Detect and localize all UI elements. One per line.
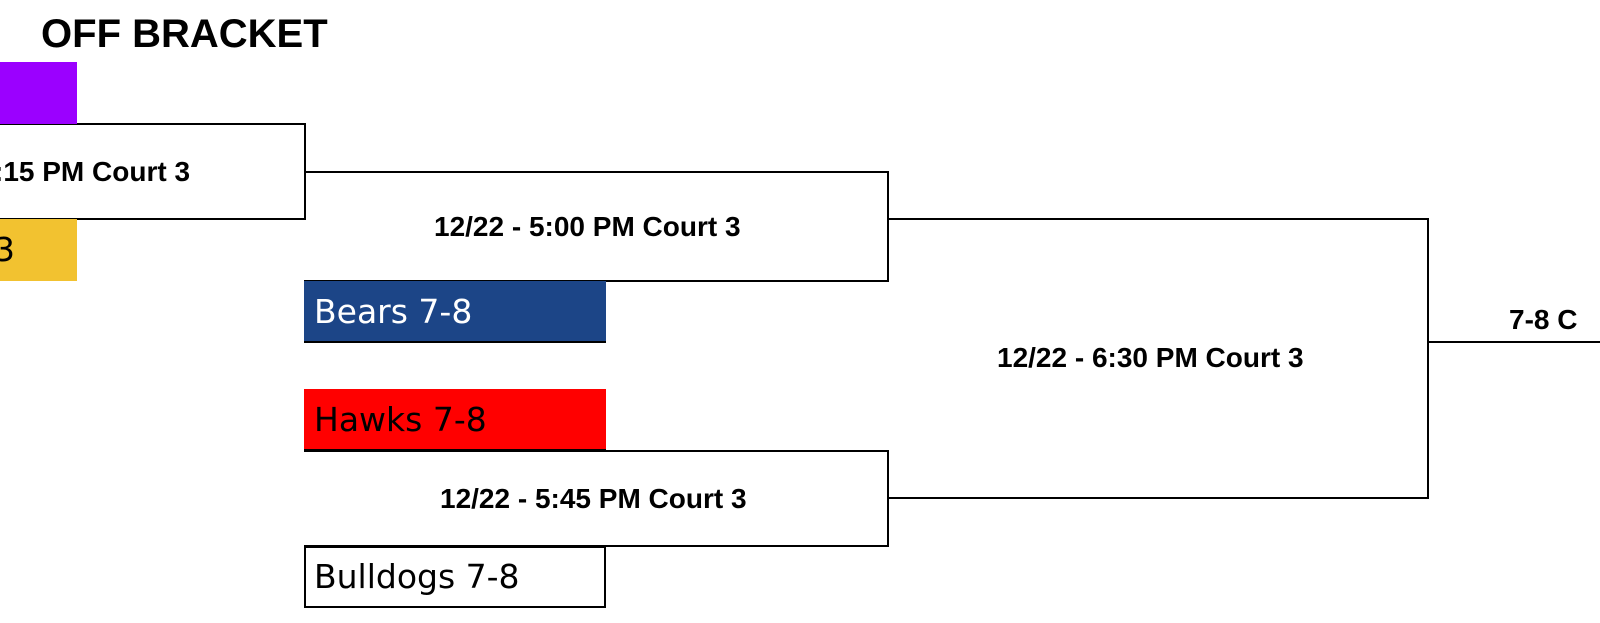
- game-label-championship: 7-8 C: [1509, 304, 1578, 335]
- team-slot-bulldogs: Bulldogs 7-8: [304, 546, 606, 608]
- page-title: PLAYOFF BRACKET: [0, 10, 328, 58]
- team-slot-yellow-label: 3: [0, 230, 15, 269]
- game-label-semifinal-top: 12/22 - 5:00 PM Court 3: [434, 211, 741, 242]
- team-slot-bears-label: Bears 7-8: [314, 292, 473, 331]
- team-slot-bears: Bears 7-8: [304, 281, 606, 343]
- page-title-text: OFF BRACKET: [41, 12, 328, 56]
- team-slot-bulldogs-label: Bulldogs 7-8: [314, 557, 520, 596]
- game-label-final: 12/22 - 6:30 PM Court 3: [997, 342, 1304, 373]
- team-slot-hawks: Hawks 7-8: [304, 389, 606, 451]
- game-label-round1-top: :15 PM Court 3: [0, 156, 191, 187]
- team-slot-purple: [0, 62, 77, 124]
- team-slot-yellow: 3: [0, 219, 77, 281]
- game-label-semifinal-bottom: 12/22 - 5:45 PM Court 3: [440, 483, 747, 514]
- bracket-line-final: [888, 218, 1429, 499]
- team-slot-hawks-label: Hawks 7-8: [314, 400, 487, 439]
